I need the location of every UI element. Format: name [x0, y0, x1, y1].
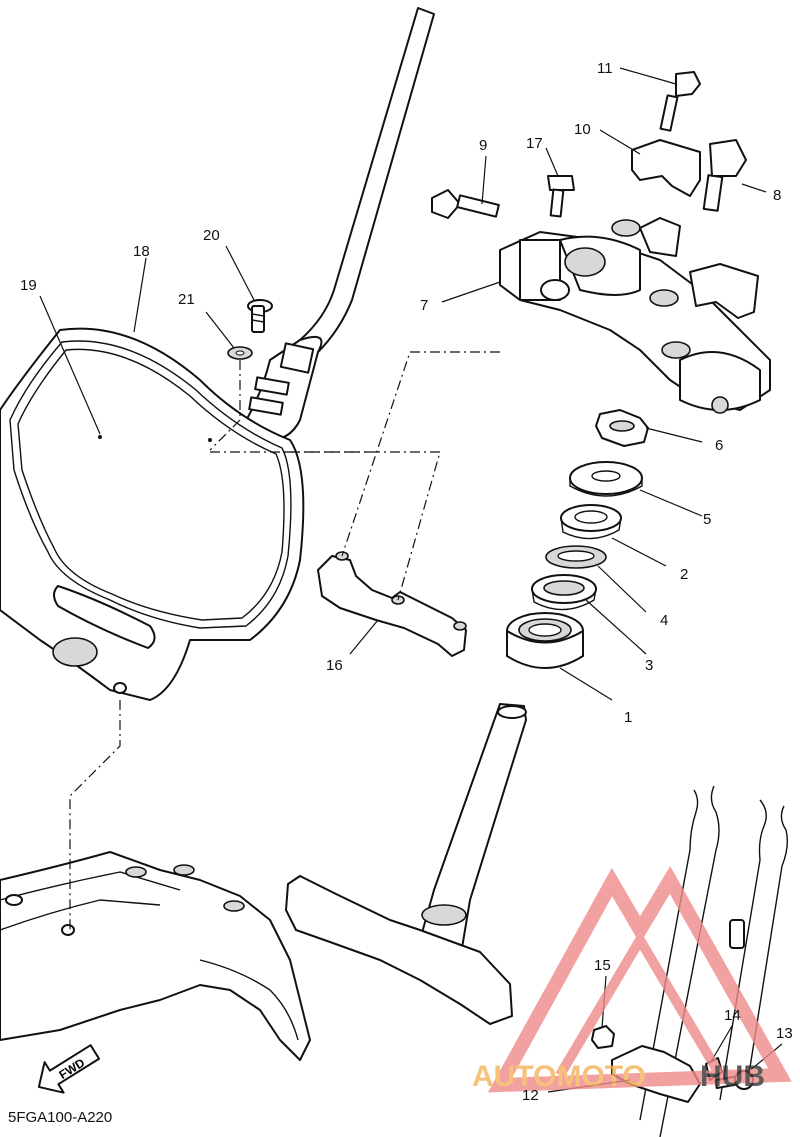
bolt-11: [659, 71, 701, 132]
seal-2: [560, 504, 622, 540]
bearing-4: [545, 545, 607, 569]
bolt-9: [431, 189, 500, 219]
front-fender: [0, 851, 311, 1061]
callout-6: 6: [715, 437, 723, 454]
upper-bracket: [499, 219, 771, 414]
callout-12: 12: [522, 1087, 539, 1104]
callout-18: 18: [133, 243, 150, 260]
leader-lines: [39, 67, 783, 1093]
watermark-text-right: HUB: [700, 1060, 765, 1093]
bearing-race-3: [531, 574, 597, 611]
washer-5: [569, 461, 643, 497]
callout-13: 13: [776, 1025, 793, 1042]
callout-1: 1: [624, 709, 632, 726]
callout-2: 2: [680, 566, 688, 583]
callout-20: 20: [203, 227, 220, 244]
callout-5: 5: [703, 511, 711, 528]
bolt-8: [702, 139, 747, 212]
callout-21: 21: [178, 291, 195, 308]
callout-11: 11: [597, 60, 613, 77]
handlebar-holder-upper: [631, 139, 759, 319]
callout-7: 7: [420, 297, 428, 314]
callout-4: 4: [660, 612, 668, 629]
diagram-code: 5FGA100-A220: [8, 1109, 112, 1126]
callout-8: 8: [773, 187, 781, 204]
callout-10: 10: [574, 121, 591, 138]
assembly-lines: [69, 351, 500, 930]
under-bracket: [285, 703, 527, 1025]
nut-15: [591, 1025, 615, 1049]
nut-6: [595, 409, 649, 447]
watermark-triangle: [487, 866, 792, 1093]
fwd-arrow: FWD: [37, 1044, 101, 1094]
callout-15: 15: [594, 957, 611, 974]
callout-16: 16: [326, 657, 343, 674]
callouts: 1 2 3 4 5 6 7 8 9 10 11 12 13 14 15 16 1…: [20, 60, 793, 1104]
bolt-17: [547, 175, 575, 218]
callout-14: 14: [724, 1007, 741, 1024]
number-plate: [0, 7, 435, 701]
watermark-text-left: AUTOMOTO: [472, 1060, 646, 1093]
callout-3: 3: [645, 657, 653, 674]
bracket-16: [317, 551, 467, 657]
bearing-1: [506, 612, 584, 669]
callout-17: 17: [526, 135, 543, 152]
callout-9: 9: [479, 137, 487, 154]
callout-19: 19: [20, 277, 37, 294]
washer-21: [227, 346, 253, 360]
fork-tubes: [639, 785, 789, 1137]
watermark-logo: AUTOMOTO HUB: [472, 866, 792, 1093]
screw-20: [247, 299, 273, 333]
